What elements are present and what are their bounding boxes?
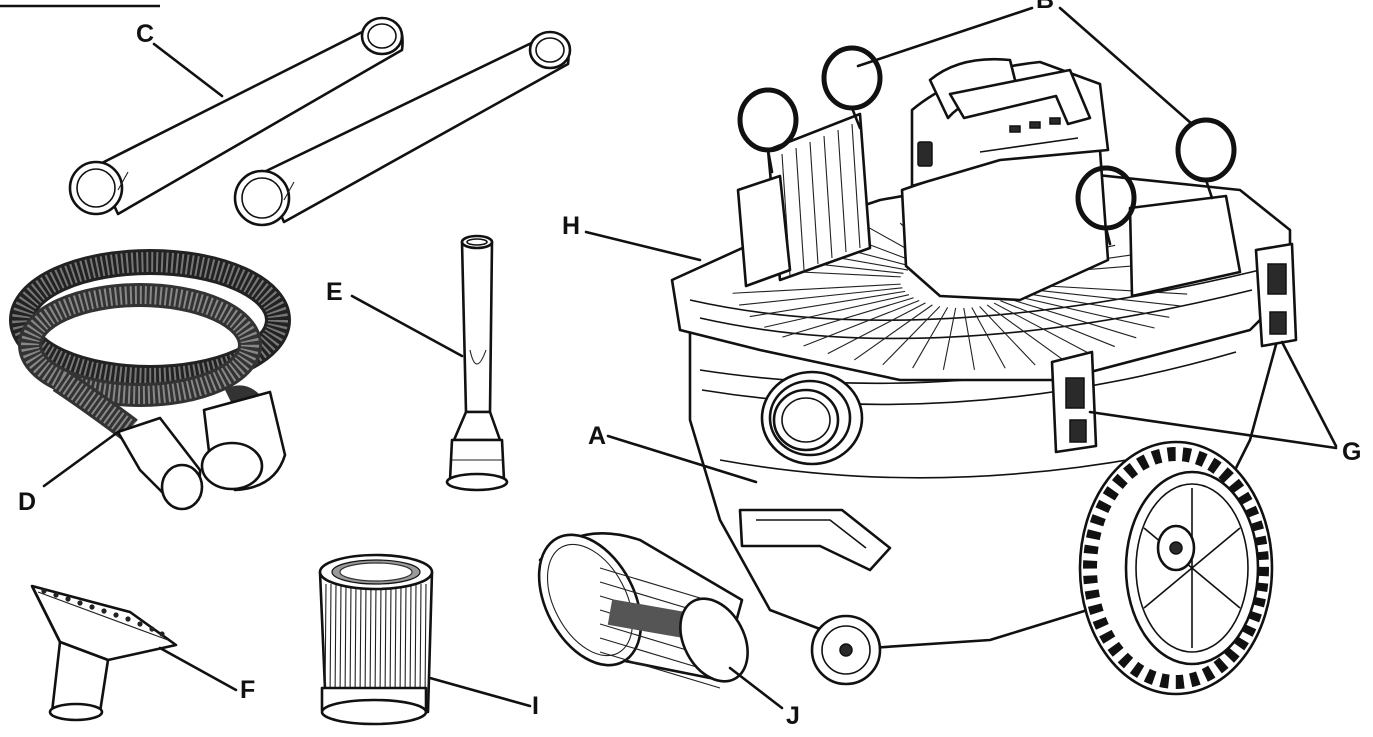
hose [9,249,291,511]
leader-c [152,42,224,98]
caster-wheel [810,614,882,686]
leader-b-1 [856,6,1034,68]
leader-g-2 [1280,340,1338,448]
power-switch [917,141,933,167]
latch-left [1050,350,1098,454]
label-c: C [136,20,154,48]
label-i: I [532,692,539,720]
hose-inlet [760,370,864,466]
leader-h [584,230,702,262]
label-e: E [326,278,343,306]
label-b: B [1036,0,1054,14]
utility-nozzle [30,584,178,722]
leader-e [350,294,464,358]
vacuum-unit [670,45,1298,696]
rear-wheel [1078,440,1274,696]
label-h: H [562,212,580,240]
extension-wands [68,16,572,227]
filter-cage [537,532,749,689]
label-a: A [588,422,606,450]
leader-lines [42,6,1338,710]
part-labels: C D E F I J H A B G [18,0,1361,730]
label-g: G [1342,438,1361,466]
label-d: D [18,488,36,516]
leader-j [728,666,784,710]
leader-d [42,430,120,488]
label-j: J [786,702,800,730]
label-f: F [240,676,255,704]
cartridge-filter [318,553,434,726]
filter-pleats [324,583,427,701]
leader-a [606,434,758,484]
crevice-tool [445,234,509,492]
cord-loops [737,45,1237,246]
leader-g-1 [1088,410,1338,450]
leader-b-2 [1058,6,1194,126]
leader-i [428,676,532,708]
leader-f [158,646,238,692]
latch-right [1254,242,1298,348]
